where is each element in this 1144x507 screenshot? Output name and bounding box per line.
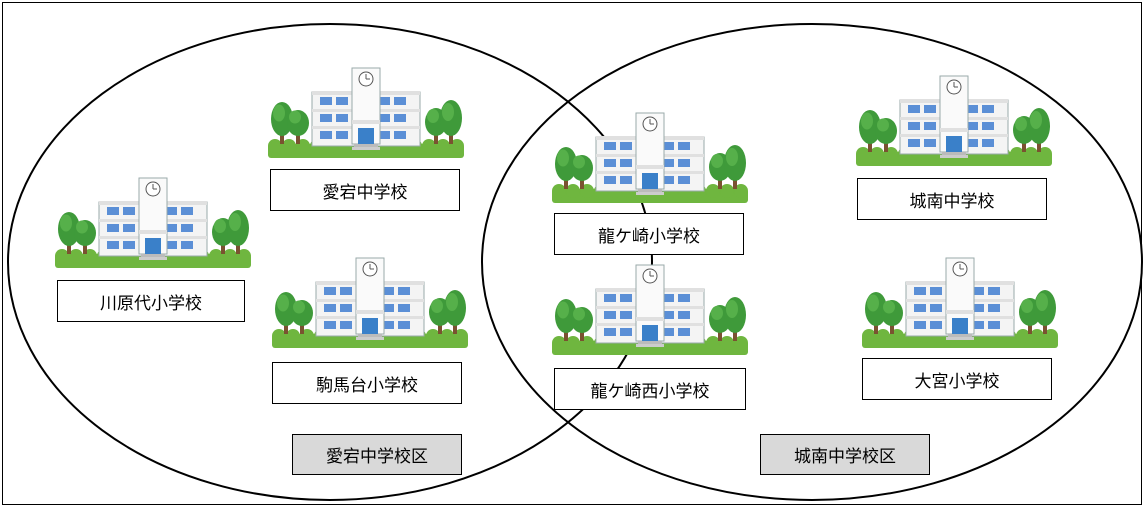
school-building-icon: [552, 111, 748, 207]
school-label-omiya-es: 大宮小学校: [862, 358, 1052, 400]
school-label-ryugasaki-es: 龍ケ崎小学校: [554, 213, 744, 255]
school-label-ryugasaki-nishi-es: 龍ケ崎西小学校: [554, 368, 746, 410]
school-building-icon: [268, 66, 464, 162]
district-label-jonan: 城南中学校区: [760, 434, 930, 475]
district-label-atago: 愛宕中学校区: [292, 434, 462, 475]
school-building-icon: [856, 74, 1052, 170]
school-label-atago-jhs: 愛宕中学校: [270, 169, 460, 211]
school-building-icon: [55, 176, 251, 272]
school-building-icon: [272, 256, 468, 352]
school-label-kawaradai-es: 川原代小学校: [57, 280, 245, 322]
school-label-komabadai-es: 駒馬台小学校: [272, 362, 462, 404]
jonan-district-ellipse: [481, 23, 1143, 501]
school-building-icon: [862, 256, 1058, 352]
school-building-icon: [552, 263, 748, 359]
school-label-jonan-jhs: 城南中学校: [857, 178, 1047, 220]
atago-district-ellipse: [7, 23, 653, 501]
